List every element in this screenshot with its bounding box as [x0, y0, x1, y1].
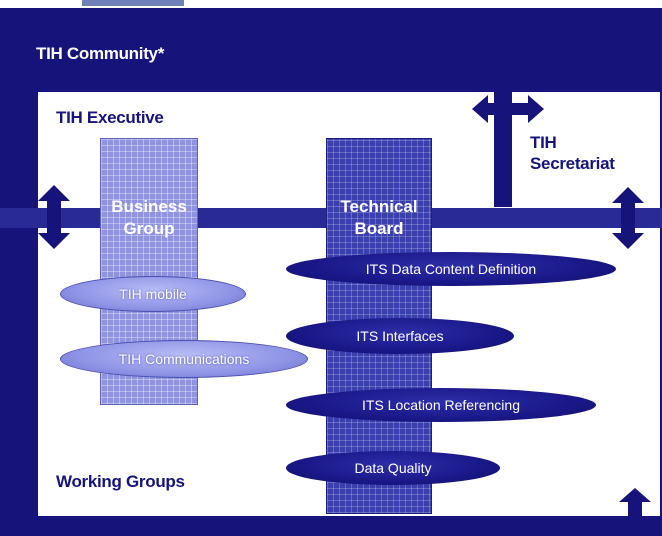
secretariat-divider	[494, 92, 512, 207]
technical-board-title: Technical Board	[326, 196, 432, 240]
business-group-line2: Group	[123, 219, 175, 238]
logo-strip	[82, 0, 184, 6]
executive-label: TIH Executive	[56, 108, 164, 127]
technical-item-data-quality: Data Quality	[286, 451, 500, 485]
secretariat-line1: TIH	[530, 133, 557, 152]
technical-board-line1: Technical	[340, 197, 418, 216]
technical-item-location-referencing: ITS Location Referencing	[286, 388, 596, 422]
business-group-line1: Business	[111, 197, 187, 216]
working-groups-label: Working Groups	[56, 472, 185, 491]
technical-item-data-content: ITS Data Content Definition	[286, 252, 616, 286]
community-title: TIH Community*	[36, 44, 165, 63]
technical-board-line2: Board	[354, 219, 404, 238]
secretariat-label: TIH Secretariat	[530, 132, 615, 174]
secretariat-line2: Secretariat	[530, 154, 615, 173]
business-item-mobile: TIH mobile	[60, 276, 246, 312]
business-item-communications: TIH Communications	[60, 340, 308, 378]
technical-item-interfaces: ITS Interfaces	[286, 318, 514, 354]
double-arrow-vertical-right-icon	[612, 187, 644, 249]
double-arrow-horizontal-icon	[472, 95, 544, 123]
double-arrow-vertical-left-icon	[38, 185, 70, 249]
double-arrow-vertical-bottom-icon	[619, 488, 651, 534]
business-group-title: Business Group	[100, 196, 198, 240]
